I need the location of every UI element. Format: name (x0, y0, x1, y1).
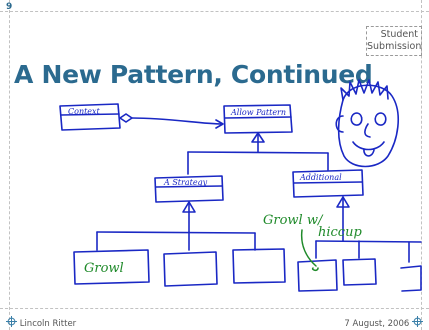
pattern-box (223, 104, 293, 134)
guide-line-right (421, 0, 422, 330)
green-ink-group (300, 229, 319, 272)
inheritance-triangle (251, 132, 265, 143)
badge-line-1: Student (380, 29, 418, 40)
face-right-eye (374, 112, 387, 126)
pattern-box-divider (224, 116, 292, 119)
face-tongue (363, 148, 375, 157)
growl-label: Growl (84, 261, 124, 276)
footer-author: Lincoln Ritter (6, 316, 76, 329)
strategy-sub-triangle (182, 201, 196, 213)
face-hair (340, 79, 389, 101)
aggregation-line (131, 117, 223, 125)
face-outline (337, 84, 399, 168)
growl-box (73, 249, 150, 285)
blue-ink-group (59, 79, 422, 292)
additional-sub-bar (315, 240, 422, 243)
slide-number: 9 (6, 2, 13, 12)
additional-box-1 (297, 259, 338, 292)
face-left-eye (350, 112, 363, 126)
context-box-divider (60, 113, 120, 116)
badge-line-2: Submission (367, 41, 422, 52)
context-box (59, 103, 121, 131)
crosshair-icon (6, 316, 17, 327)
additional-box-divider (293, 181, 363, 184)
face-mouth (352, 141, 385, 151)
guide-line-bottom (0, 308, 429, 309)
strategy-box (154, 175, 224, 203)
growl-hiccup-label-line-2: hiccup (318, 225, 362, 240)
strategy-sub-bar (96, 231, 256, 234)
context-label: Context (68, 107, 101, 116)
hiccup-arrow (300, 229, 317, 267)
hiccup-dot (311, 267, 319, 272)
aggregation-arrowhead (215, 119, 224, 129)
additional-sub-triangle (336, 196, 350, 208)
footer-date: 7 August, 2006 (344, 316, 423, 329)
additional-label: Additional (299, 173, 342, 182)
pattern-label: Allow Pattern (230, 108, 286, 117)
inheritance-bar (187, 151, 329, 154)
strategy-label: A Strategy (163, 178, 208, 187)
face-left-ear (335, 115, 344, 133)
aggregation-diamond (119, 113, 133, 123)
crosshair-icon (412, 316, 423, 327)
face-nose (364, 123, 371, 138)
guide-line-top (0, 11, 429, 12)
additional-box-2 (342, 258, 377, 286)
growl-hiccup-label-line-1: Growl w/ (263, 213, 324, 228)
student-submission-badge: Student Submission (366, 26, 422, 56)
author-name: Lincoln Ritter (19, 319, 77, 329)
additional-box (292, 169, 364, 198)
additional-box-3 (400, 265, 422, 292)
concrete-box-3 (232, 248, 286, 284)
guide-line-left (9, 0, 10, 330)
concrete-box-2 (163, 251, 218, 287)
slide-title: A New Pattern, Continued (14, 60, 373, 89)
date-text: 7 August, 2006 (344, 319, 410, 329)
strategy-box-divider (155, 185, 223, 188)
